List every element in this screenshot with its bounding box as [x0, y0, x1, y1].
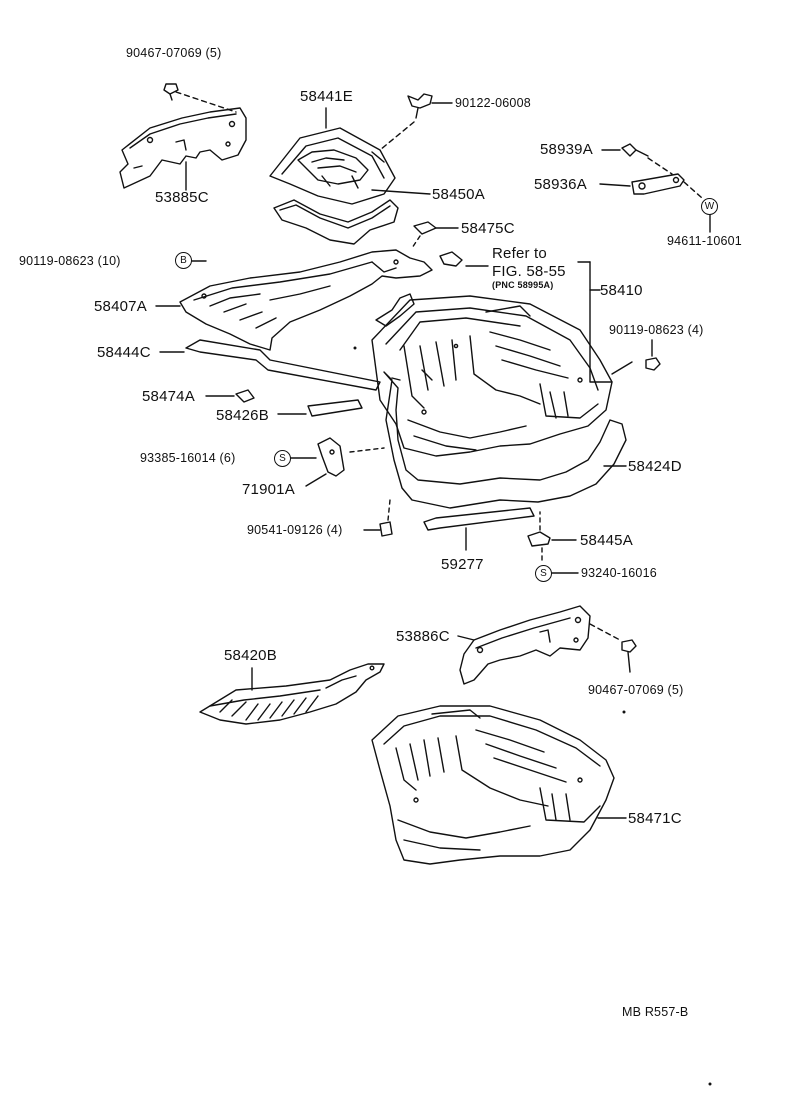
label-90122-06008: 90122-06008 [455, 96, 531, 110]
block-58474a [235, 389, 255, 403]
leader-dash-4 [683, 181, 703, 199]
label-94611-10601: 94611-10601 [667, 234, 742, 248]
plate-58407a [179, 249, 463, 351]
wing-bolt-90122 [407, 93, 433, 119]
leader-dash-1 [175, 91, 237, 113]
leader-90119-4 [611, 361, 633, 375]
tank-58410 [371, 295, 613, 457]
bracket-53885c [119, 107, 247, 189]
bracket-53886c [459, 605, 591, 685]
leader-53886c [457, 635, 475, 641]
leader-dash-3 [647, 157, 673, 175]
leader-58410-bracket [589, 261, 613, 383]
rod-58444c [185, 339, 381, 391]
leader-dash-7 [387, 499, 391, 521]
refer-to-label: Refer to [492, 245, 547, 262]
label-58471c: 58471C [628, 810, 682, 827]
label-58474a: 58474A [142, 388, 195, 405]
bracket-near-refer [439, 251, 463, 267]
label-58445a: 58445A [580, 532, 633, 549]
label-90119-08623-4: 90119-08623 (4) [609, 323, 704, 337]
leader-dash-10 [589, 623, 621, 641]
collar-90541 [379, 521, 393, 537]
label-58426b: 58426B [216, 407, 269, 424]
bracket-58936a [631, 173, 685, 195]
label-58410: 58410 [600, 282, 643, 299]
strip-59277 [423, 507, 535, 531]
label-58450a: 58450A [432, 186, 485, 203]
leader-58936a [599, 183, 631, 187]
leader-dash-2 [379, 121, 415, 151]
bolt-90467-top [163, 83, 179, 101]
leader-dash-5 [411, 235, 421, 249]
label-58424d: 58424D [628, 458, 682, 475]
rod-end-bracket [375, 293, 415, 327]
label-58420b: 58420B [224, 647, 277, 664]
label-58475c: 58475C [461, 220, 515, 237]
label-90467-07069-top: 90467-07069 (5) [126, 46, 222, 60]
bracket-71901a [317, 437, 345, 477]
cover-58441e [269, 127, 396, 205]
symbol-b: B [175, 252, 192, 269]
label-71901a: 71901A [242, 481, 295, 498]
symbol-s-washer-2: S [535, 565, 552, 582]
label-58939a: 58939A [540, 141, 593, 158]
label-58407a: 58407A [94, 298, 147, 315]
clip-58445a [527, 531, 551, 547]
bolt-90119-4 [645, 357, 661, 371]
label-90119-08623-10: 90119-08623 (10) [19, 254, 121, 268]
label-93240-16016: 93240-16016 [581, 566, 657, 580]
shield-58420b [199, 663, 385, 725]
label-53886c: 53886C [396, 628, 450, 645]
clip-58475c [413, 221, 437, 235]
speck [708, 1082, 712, 1086]
bolt-90467-bottom [621, 639, 637, 673]
label-90541-09126: 90541-09126 (4) [247, 523, 343, 537]
refer-pnc-label: (PNC 58995A) [492, 280, 554, 290]
label-58444c: 58444C [97, 344, 151, 361]
symbol-s-washer-1: S [274, 450, 291, 467]
band-58424d [383, 371, 627, 509]
leader-dash-6 [349, 447, 385, 453]
label-93385-16014: 93385-16014 (6) [140, 451, 236, 465]
symbol-w-nut: W [701, 198, 718, 215]
speck [353, 346, 357, 350]
document-code: MB R557-B [622, 1005, 689, 1019]
label-58936a: 58936A [534, 176, 587, 193]
leader-58450a [371, 189, 431, 195]
label-90467-07069-bottom: 90467-07069 (5) [588, 683, 684, 697]
leader-71901a [305, 473, 327, 487]
bolt-58939a [621, 143, 649, 157]
pad-58426b [307, 399, 363, 417]
speck [622, 710, 626, 714]
shield-58471c [371, 705, 615, 865]
label-59277: 59277 [441, 556, 484, 573]
label-53885c: 53885C [155, 189, 209, 206]
gasket-58450a [273, 199, 399, 245]
refer-fig-label: FIG. 58-55 [492, 263, 566, 280]
label-58441e: 58441E [300, 88, 353, 105]
